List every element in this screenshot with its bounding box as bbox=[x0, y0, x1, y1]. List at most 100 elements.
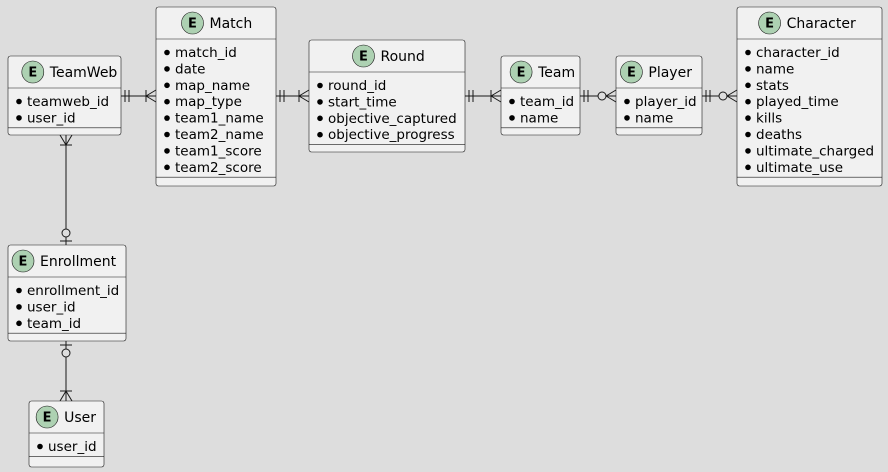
entity-badge-icon bbox=[509, 60, 533, 84]
entity-box bbox=[155, 6, 277, 187]
entity-badge-icon bbox=[181, 11, 204, 35]
attribute-bullet-icon bbox=[317, 115, 323, 122]
entity-user: E User user_id bbox=[28, 400, 105, 468]
entity-attribute: team2_score bbox=[175, 160, 262, 176]
entity-title: Enrollment bbox=[40, 254, 117, 270]
entity-title: Round bbox=[381, 49, 425, 65]
attribute-bullet-icon bbox=[164, 66, 170, 72]
attribute-bullet-icon bbox=[164, 148, 170, 154]
attribute-bullet-icon bbox=[37, 443, 43, 450]
attribute-bullet-icon bbox=[16, 115, 22, 121]
entity-badge-letter: E bbox=[43, 411, 52, 426]
attribute-bullet-icon bbox=[164, 98, 170, 105]
entity-box bbox=[736, 6, 883, 187]
entity-attribute: kills bbox=[756, 111, 782, 127]
entity-title: Character bbox=[787, 16, 856, 32]
entity-attribute: map_type bbox=[175, 94, 242, 110]
cardinality-crow bbox=[726, 89, 738, 97]
entity-attribute: team2_name bbox=[175, 127, 264, 143]
cardinality-ring bbox=[597, 91, 607, 101]
attribute-bullet-icon bbox=[16, 287, 22, 294]
attribute-bullet-icon bbox=[745, 98, 751, 105]
relationship-match-round bbox=[276, 89, 310, 103]
cardinality-crow bbox=[65, 390, 73, 402]
cardinality-crow bbox=[726, 95, 738, 103]
cardinality-crow bbox=[605, 95, 617, 103]
entity-box bbox=[7, 244, 127, 342]
entity-attribute: ultimate_use bbox=[756, 160, 843, 176]
entity-badge-letter: E bbox=[627, 66, 636, 81]
entity-attribute: team1_score bbox=[175, 143, 262, 159]
entity-attribute: name bbox=[756, 61, 794, 77]
relationship-enrollment-user bbox=[59, 341, 73, 402]
entity-attribute: team1_name bbox=[175, 111, 264, 127]
cardinality-crow bbox=[490, 95, 502, 103]
attribute-bullet-icon bbox=[624, 98, 630, 105]
entity-badge-icon bbox=[620, 60, 643, 84]
entity-attribute: map_name bbox=[175, 78, 250, 94]
entity-badge-icon bbox=[352, 44, 375, 68]
entity-title: TeamWeb bbox=[49, 65, 118, 81]
entity-attribute: deaths bbox=[756, 127, 802, 143]
attribute-bullet-icon bbox=[164, 115, 170, 121]
entity-title: Match bbox=[210, 16, 253, 32]
cardinality-crow bbox=[605, 89, 617, 97]
entity-badge-letter: E bbox=[517, 66, 526, 81]
entity-attribute: team_id bbox=[520, 94, 574, 110]
attribute-bullet-icon bbox=[164, 164, 170, 171]
entity-attribute: name bbox=[520, 110, 558, 126]
relationship-lines bbox=[59, 89, 738, 402]
cardinality-crow bbox=[59, 134, 67, 146]
entity-attribute: user_id bbox=[48, 439, 97, 455]
cardinality-crow bbox=[145, 89, 157, 97]
attribute-bullet-icon bbox=[317, 99, 323, 105]
entity-badge-letter: E bbox=[19, 255, 28, 270]
entity-title: Player bbox=[648, 65, 692, 81]
cardinality-ring bbox=[718, 91, 728, 101]
attribute-bullet-icon bbox=[164, 82, 170, 89]
cardinality-crow bbox=[65, 134, 73, 146]
entity-attribute: round_id bbox=[328, 78, 386, 94]
attribute-bullet-icon bbox=[16, 320, 22, 327]
entity-attribute: team_id bbox=[27, 316, 81, 332]
entity-attribute: start_time bbox=[328, 94, 397, 110]
entity-badge-icon bbox=[35, 405, 59, 429]
entity-attribute: user_id bbox=[27, 110, 76, 126]
entity-badge-icon bbox=[11, 249, 35, 273]
entity-attribute: played_time bbox=[756, 94, 839, 110]
entity-attribute: objective_progress bbox=[328, 127, 455, 143]
relationship-player-character bbox=[702, 89, 738, 103]
attribute-bullet-icon bbox=[164, 131, 170, 138]
attribute-bullet-icon bbox=[745, 82, 751, 89]
relationship-teamweb-enrollment bbox=[59, 134, 73, 245]
cardinality-crow bbox=[298, 95, 310, 103]
attribute-bullet-icon bbox=[509, 115, 515, 121]
entity-attribute: character_id bbox=[756, 45, 840, 61]
entity-title: User bbox=[64, 410, 96, 426]
attribute-bullet-icon bbox=[164, 49, 170, 56]
entity-attribute: stats bbox=[756, 78, 789, 94]
cardinality-crow bbox=[145, 95, 157, 103]
cardinality-crow bbox=[490, 89, 502, 97]
entity-attribute: match_id bbox=[175, 45, 237, 61]
entity-attribute: teamweb_id bbox=[27, 94, 109, 110]
cardinality-ring bbox=[61, 348, 71, 358]
attribute-bullet-icon bbox=[745, 131, 751, 138]
attribute-bullet-icon bbox=[509, 98, 515, 105]
entity-badge-icon bbox=[21, 60, 45, 84]
entity-badge-letter: E bbox=[28, 66, 37, 81]
attribute-bullet-icon bbox=[745, 115, 751, 121]
cardinality-ring bbox=[61, 228, 71, 238]
attribute-bullet-icon bbox=[745, 148, 751, 154]
entity-box bbox=[308, 39, 466, 153]
cardinality-crow bbox=[298, 89, 310, 97]
entity-attribute: player_id bbox=[635, 94, 697, 110]
entity-badge-letter: E bbox=[188, 17, 197, 32]
